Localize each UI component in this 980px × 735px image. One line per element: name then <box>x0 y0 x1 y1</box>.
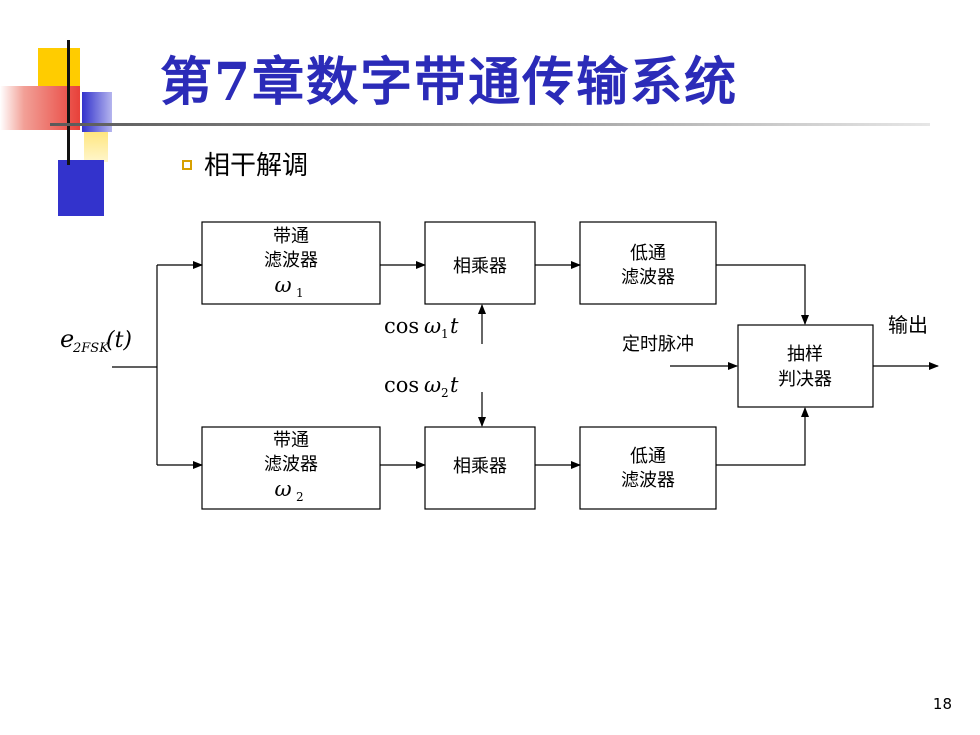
deco-yellow-square <box>38 48 80 90</box>
mult1-label: 相乘器 <box>453 256 507 277</box>
deco-red-bar <box>0 86 80 130</box>
lpf2-box <box>579 426 717 510</box>
carrier2-t: t <box>450 373 459 397</box>
decision-line2: 判决器 <box>778 369 832 390</box>
carrier1-cos: cos <box>384 314 419 338</box>
bpf2-box <box>201 426 381 510</box>
page-number: 18 <box>932 695 952 713</box>
lpf1-to-decision-line <box>716 264 809 325</box>
mult2-label: 相乘器 <box>453 456 507 477</box>
output-label: 输出 <box>888 313 928 337</box>
bpf2-omega: ω <box>274 477 291 501</box>
bpf2-omega-sub: 2 <box>296 490 304 504</box>
lpf1-box <box>579 221 717 305</box>
bpf1-omega: ω <box>274 273 291 297</box>
deco-blue-square <box>58 160 104 216</box>
bpf2-line2: 滤波器 <box>264 454 318 475</box>
timing-label: 定时脉冲 <box>622 334 694 355</box>
deco-vertical-line <box>67 40 70 165</box>
carrier1-omega: ω <box>424 314 441 338</box>
lpf2-line2: 滤波器 <box>621 470 675 491</box>
bpf1-line1: 带通 <box>273 226 309 247</box>
bpf1-line2: 滤波器 <box>264 250 318 271</box>
lpf1-line2: 滤波器 <box>621 267 675 288</box>
bullet-text: 相干解调 <box>204 151 309 181</box>
input-signal-arg: (t) <box>106 328 132 353</box>
title-underline <box>50 123 930 126</box>
carrier2-sub: 2 <box>441 386 449 400</box>
carrier2-cos: cos <box>384 373 419 397</box>
carrier2-omega: ω <box>424 373 441 397</box>
bullet-square-icon <box>182 160 192 170</box>
lpf2-to-decision-line <box>716 407 809 466</box>
corner-decoration <box>0 0 140 230</box>
input-signal-label: e <box>60 325 74 353</box>
decision-box <box>737 324 874 408</box>
deco-pale-yellow <box>84 132 108 162</box>
lpf2-line1: 低通 <box>630 446 666 467</box>
mult2-box <box>424 426 536 510</box>
carrier1-sub: 1 <box>441 327 449 341</box>
bpf2-line1: 带通 <box>273 430 309 451</box>
carrier1-t: t <box>450 314 459 338</box>
input-signal-subscript: 2FSK <box>72 341 110 356</box>
bpf1-omega-sub: 1 <box>296 286 304 300</box>
slide-title: 第7章数字带通传输系统 <box>160 52 739 113</box>
lpf1-line1: 低通 <box>630 243 666 264</box>
bpf1-box <box>201 221 381 305</box>
decision-line1: 抽样 <box>787 344 823 365</box>
